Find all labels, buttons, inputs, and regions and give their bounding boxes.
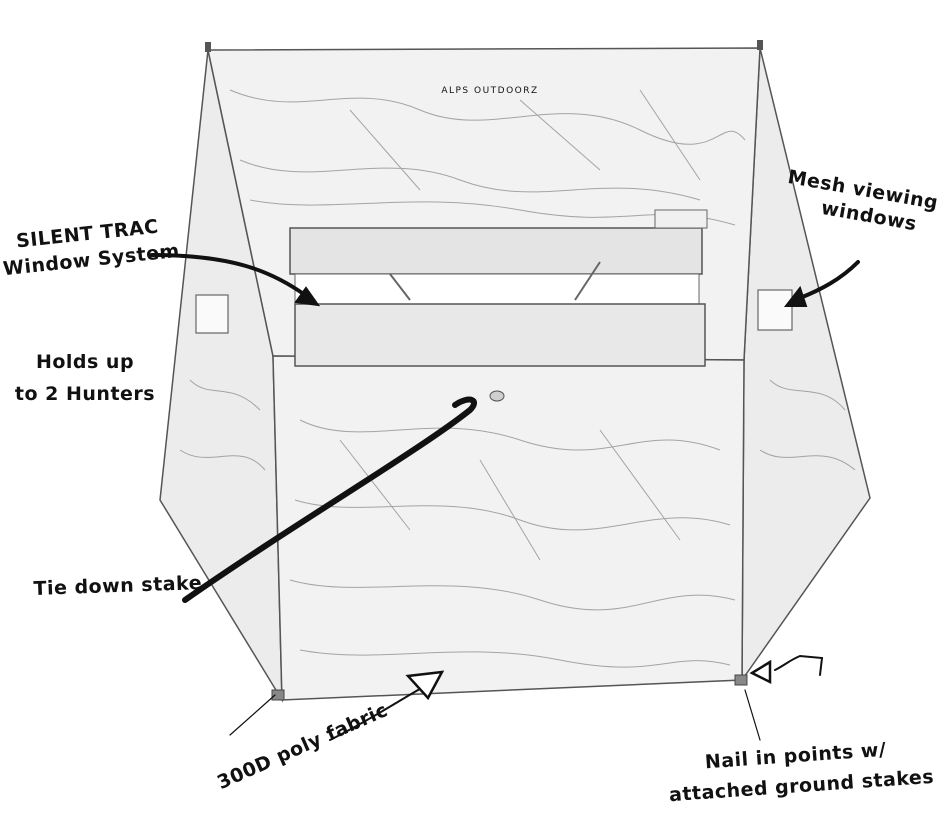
fabric-arrow — [329, 685, 426, 741]
nail-point-left — [271, 689, 285, 701]
nail-pointer-line — [744, 689, 761, 741]
mesh-window-arrowhead — [783, 285, 808, 307]
tie-down-loop — [489, 390, 505, 402]
window-system-arrowhead — [294, 286, 321, 307]
mesh-window-arrow — [798, 260, 860, 300]
fabric-label: 300D poly fabric — [214, 699, 391, 794]
nail-points-label-line1: Nail in points w/ — [704, 739, 887, 774]
right-mesh-window — [757, 289, 793, 331]
brand-mark: ALPS OUTDOORZ — [441, 86, 538, 96]
blind-front-lower-panel — [272, 355, 745, 701]
left-mesh-window — [195, 294, 229, 334]
nail-point-right — [734, 674, 748, 686]
right-pole-top — [757, 40, 763, 50]
fabric-pointer-line — [229, 694, 276, 736]
tie-down-label: Tie down stake — [33, 572, 202, 600]
nail-point-arrow — [774, 654, 824, 676]
blind-right-panel — [741, 47, 871, 683]
left-pole-top — [205, 42, 211, 52]
window-system-arrow — [150, 253, 307, 297]
silent-trac-window — [289, 209, 708, 367]
annotation-arrows — [150, 253, 860, 741]
capacity-label-line1: Holds up — [36, 351, 134, 373]
fabric-arrowhead — [405, 670, 445, 701]
nail-point-arrowhead — [749, 659, 772, 685]
hunting-blind-illustration: ALPS OUTDOORZ — [159, 40, 871, 703]
capacity-label-line2: to 2 Hunters — [15, 383, 155, 405]
camo-texture — [179, 89, 856, 668]
tie-down-arrow — [182, 396, 477, 603]
